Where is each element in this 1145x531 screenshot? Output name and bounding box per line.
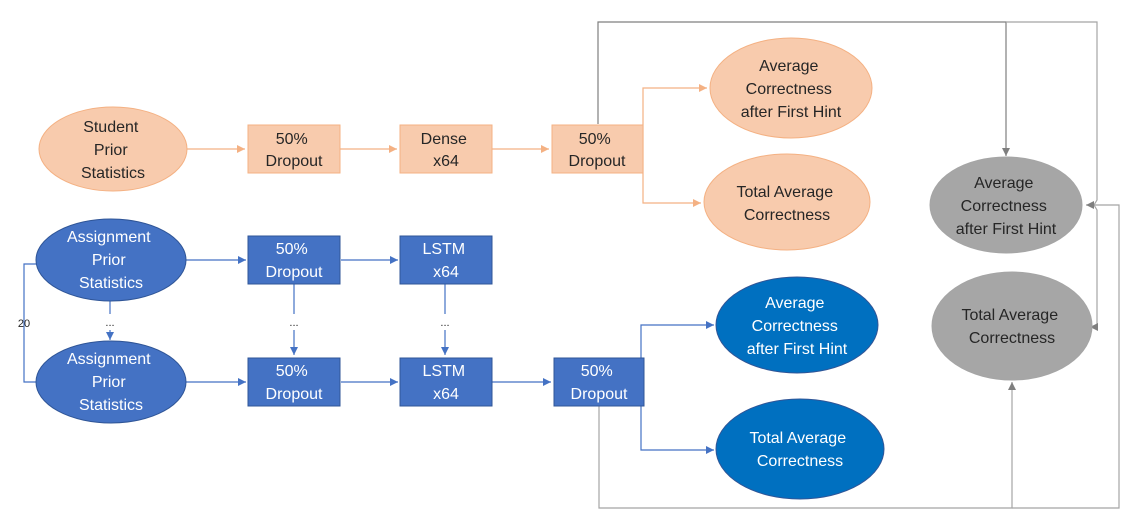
dense-node: Dense x64 [399,124,493,174]
orange-dropout1-node: 50% Dropout [247,124,341,174]
lstm-top-line1: LSTM [422,241,465,258]
connectors [23,21,1120,509]
gray-edge-blue-to-avg-hint [1012,201,1120,509]
orange-avg-hint-line2: Correctness [746,81,832,98]
svg-text:50% Dropout: 50% Dropout [266,131,323,170]
student-prior-line3: Statistics [81,165,145,182]
svg-text:LSTM x64: LSTM x64 [422,363,469,403]
svg-text:LSTM x64: LSTM x64 [422,241,469,281]
svg-text:50% Dropout: 50% Dropout [569,131,626,170]
lstm-top-node: LSTM x64 [399,235,493,285]
assign-top-line1: Assignment [67,229,151,246]
svg-text:Dense x64: Dense x64 [421,131,472,170]
sequence-length-label: 20 [18,318,30,330]
orange-total-line2: Correctness [744,207,830,224]
blue-dropout-out-line2: Dropout [571,386,628,403]
svg-text:Average Correctness: Average Correctness after First Hint [956,175,1057,238]
assignment-prior-bottom-node: Assignment Prior Statistics [35,340,187,424]
blue-dropout-bottom-node: 50% Dropout [247,357,341,407]
orange-dropout2-node: 50% Dropout [551,124,644,174]
orange-dropout1-line2: Dropout [266,153,323,170]
dense-line2: x64 [433,153,459,170]
edge-dropout2-to-total [642,149,701,207]
svg-text:Assignment Prior S: Assignment Prior Statistics [67,229,155,292]
svg-text:Average Correctness: Average Correctness after First Hint [741,58,842,121]
combined-total-output: Total Average Correctness [931,271,1093,381]
blue-total-line2: Correctness [757,453,843,470]
edge-dropout2-to-avg-hint [642,84,707,149]
blue-total-line1: Total Average [749,430,846,447]
svg-text:50% Dropout: 50% Dropout [266,363,323,403]
blue-dropout-top-line2: Dropout [266,264,323,281]
blue-dropout-out-line1: 50% [581,363,613,380]
blue-avg-hint-output: Average Correctness after First Hint [715,276,879,374]
blue-total-output: Total Average Correctness [715,398,885,500]
blue-dropout-bottom-line2: Dropout [266,386,323,403]
combined-avg-hint-line2: Correctness [961,198,1047,215]
orange-total-output: Total Average Correctness [703,153,871,251]
blue-dropout-out-node: 50% Dropout [553,357,645,407]
lstm-bottom-node: LSTM x64 [399,357,493,407]
blue-avg-hint-line2: Correctness [752,318,838,335]
blue-dropout-bottom-line1: 50% [276,363,308,380]
student-prior-line2: Prior [94,142,128,159]
blue-dropout-top-line1: 50% [276,241,308,258]
student-prior-node: Student Prior Statistics [38,106,188,192]
orange-dropout2-line1: 50% [579,131,611,148]
blue-avg-hint-line1: Average [765,295,824,312]
orange-dropout1-line1: 50% [276,131,308,148]
assign-bottom-line3: Statistics [79,397,143,414]
dense-line1: Dense [421,131,467,148]
assign-bottom-line2: Prior [92,374,126,391]
svg-text:Total Average Correctnes: Total Average Correctness [749,430,850,470]
blue-avg-hint-line3: after First Hint [747,341,848,358]
svg-text:Average Correctness: Average Correctness after First Hint [747,295,848,358]
gray-edge-orange-to-avg-hint [597,21,1010,156]
blue-dropout-top-node: 50% Dropout [247,235,341,285]
svg-text:50% Dropout: 50% Dropout [571,363,628,403]
lstm-bottom-line1: LSTM [422,363,465,380]
ellipsis-assign: ... [105,317,114,329]
lstm-top-line2: x64 [433,264,459,281]
edge-dropout-out-to-total [640,380,714,454]
combined-avg-hint-line1: Average [974,175,1033,192]
svg-text:Total Average Correctnes: Total Average Correctness [961,307,1062,347]
ellipsis-lstm: ... [440,317,449,329]
orange-avg-hint-output: Average Correctness after First Hint [709,37,873,139]
lstm-bottom-line2: x64 [433,386,459,403]
svg-text:Student Prior Stat: Student Prior Statistics [81,119,145,182]
assign-top-line3: Statistics [79,275,143,292]
gray-edge-blue-to-total [598,382,1016,509]
combined-avg-hint-output: Average Correctness after First Hint [929,156,1083,254]
assignment-prior-top-node: Assignment Prior Statistics [35,218,187,302]
combined-total-line1: Total Average [961,307,1058,324]
combined-avg-hint-line3: after First Hint [956,221,1057,238]
edge-dropout-out-to-avg-hint [640,321,714,380]
sequence-bracket [23,263,36,383]
combined-total-line2: Correctness [969,330,1055,347]
orange-dropout2-line2: Dropout [569,153,626,170]
student-prior-line1: Student [83,119,139,136]
assign-bottom-line1: Assignment [67,351,151,368]
ellipsis-dropout: ... [289,317,298,329]
orange-total-line1: Total Average [736,184,833,201]
orange-avg-hint-line1: Average [759,58,818,75]
svg-text:Total Average Correctnes: Total Average Correctness [736,184,837,224]
svg-text:Assignment Prior S: Assignment Prior Statistics [67,351,155,414]
orange-avg-hint-line3: after First Hint [741,104,842,121]
svg-text:50% Dropout: 50% Dropout [266,241,323,281]
assign-top-line2: Prior [92,252,126,269]
